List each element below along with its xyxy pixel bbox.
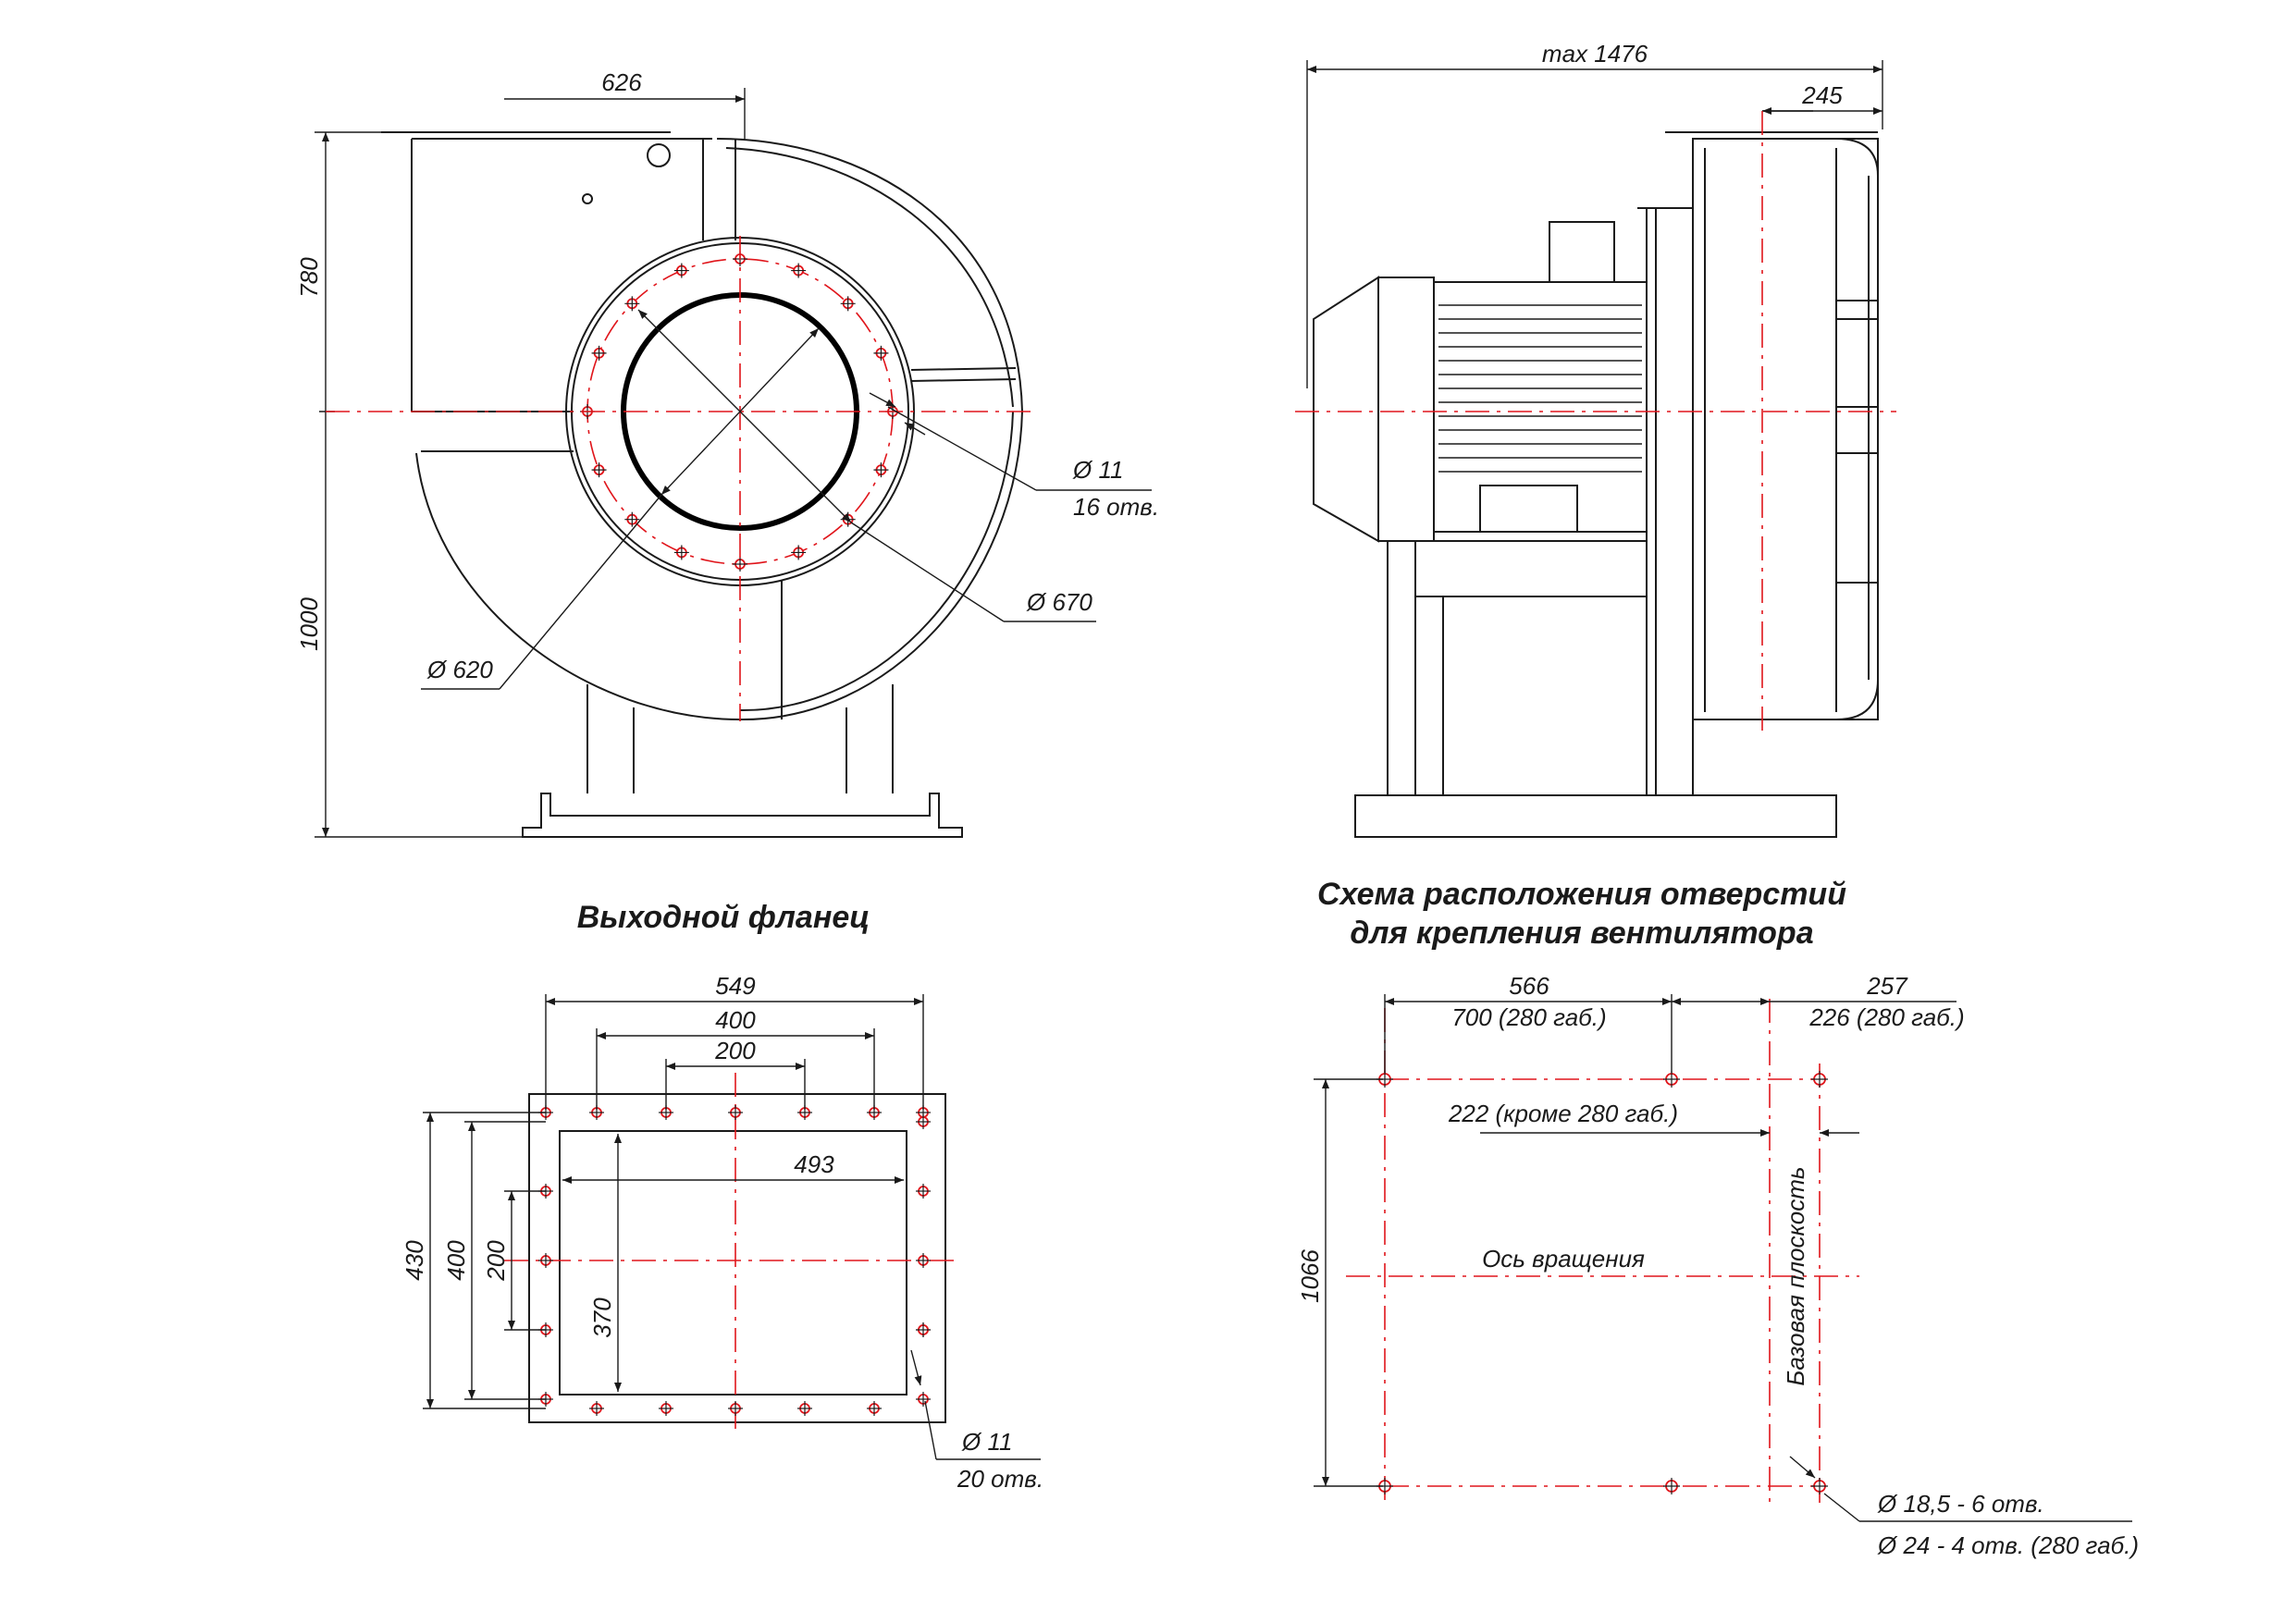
dim-overall-length: max 1476 [1542,40,1648,68]
motor-foot [1479,485,1578,533]
leader-hole [887,406,1037,491]
dim-offset: 245 [1801,81,1843,109]
callout-flange-hole-dia: Ø 11 [961,1428,1012,1456]
dim-1066: 1066 [1296,1249,1324,1303]
scroll-casing-inner [739,411,1014,712]
bolt-hole [1663,1478,1680,1494]
flange-outer [528,1093,946,1423]
bolt-hole [589,1401,604,1416]
side-base-plate [1354,794,1837,838]
small-hole [582,193,593,204]
bolt-hole [791,545,807,560]
bolt-hole [673,263,689,278]
bolt-hole [840,296,856,312]
callout-flange-hole-count: 20 отв. [957,1465,1043,1493]
terminal-box [1549,221,1615,283]
motor-end-cap [1313,276,1379,543]
mounting-title-line2: для крепления вентилятора [1350,916,1813,951]
housing-body [1692,138,1879,720]
dim-257: 257 [1866,972,1908,1000]
scroll-casing-lower [415,411,1023,721]
leader-mount-hole [1823,1493,1860,1522]
dim-400w: 400 [715,1006,756,1034]
dim-700-alt: 700 (280 габ.) [1451,1003,1606,1031]
dim-400h: 400 [442,1240,470,1281]
outlet-flange-view: Выходной фланец 549 400 200 493 430 400 [401,900,1043,1493]
bolt-hole [538,1253,553,1268]
bolt-hole [867,1401,882,1416]
dim-493: 493 [794,1150,834,1178]
bolt-hole [591,462,607,478]
bolt-hole [797,1401,812,1416]
callout-holes-alt: Ø 24 - 4 отв. (280 габ.) [1877,1531,2139,1559]
bolt-hole [673,545,689,560]
motor-rear [1377,277,1435,542]
bolt-hole [728,1401,743,1416]
dim-222-note: 222 (кроме 280 габ.) [1448,1100,1678,1127]
dim-430: 430 [401,1240,428,1281]
bolt-hole [624,511,640,527]
casing-joint [910,367,1017,371]
bolt-hole [1811,1071,1828,1088]
bolt-hole [873,345,889,361]
callout-hole-count: 16 отв. [1073,493,1159,521]
stand-frame [1414,540,1648,597]
bolt-hole [916,1184,931,1199]
mounting-title-line1: Схема расположения отверстий [1317,877,1846,912]
outlet-flange-title: Выходной фланец [577,900,870,935]
callout-bolt-circle: Ø 670 [1026,588,1092,616]
lifting-hole [647,143,671,167]
dim-566: 566 [1509,972,1549,1000]
mounting-holes [1376,1071,1828,1494]
dim-370: 370 [588,1297,616,1338]
leader-flange-hole [924,1400,937,1460]
dim-top-width: 626 [601,68,642,96]
flange-holes [538,1105,931,1416]
bolt-hole [873,462,889,478]
dim-226-alt: 226 (280 габ.) [1808,1003,1964,1031]
scroll-casing-inner-top [725,147,1014,408]
leader-670 [850,522,1005,622]
bolt-hole [624,296,640,312]
bolt-hole [916,1114,931,1129]
base-plate [522,793,963,838]
casing-joint [910,378,1017,382]
leader-620 [499,494,662,690]
bolt-hole [1811,1478,1828,1494]
arrow-hole [904,422,926,436]
dim-upper-height: 780 [295,257,323,298]
bolt-hole [659,1401,673,1416]
pedestal-plate [1646,207,1694,796]
scroll-casing-outer [716,138,1023,412]
dim-lower-height: 1000 [295,597,323,651]
dim-line-bolt-circle [637,309,852,523]
callout-hole-dia: Ø 11 [1072,456,1123,484]
housing-rounded-back [1835,138,1879,720]
flange-opening [559,1130,907,1396]
bolt-hole [916,1253,931,1268]
bolt-hole [916,1392,931,1407]
bolt-hole [591,345,607,361]
callout-holes-main: Ø 18,5 - 6 отв. [1877,1490,2044,1518]
stand-leg [1387,540,1416,796]
base-plane-label: Базовая плоскость [1782,1166,1809,1385]
bolt-hole [916,1322,931,1337]
bolt-hole [728,1105,743,1120]
motor-fins [1438,304,1642,473]
bolt-hole [791,263,807,278]
side-view: max 1476 245 [1295,40,1896,838]
bolt-hole [1663,1071,1680,1088]
bolt-hole [733,557,747,572]
dim-549: 549 [715,972,755,1000]
arrow-hole [869,392,896,408]
front-view: 780 1000 626 [295,68,1159,838]
dim-200w: 200 [714,1037,756,1064]
mounting-scheme-view: Схема расположения отверстий для креплен… [1296,877,2139,1559]
callout-inlet-dia: Ø 620 [426,656,493,683]
rotation-axis-label: Ось вращения [1482,1245,1645,1273]
arrow-flange-hole [910,1349,922,1386]
arrow-mount-hole [1789,1456,1816,1479]
dim-200h: 200 [482,1240,510,1282]
